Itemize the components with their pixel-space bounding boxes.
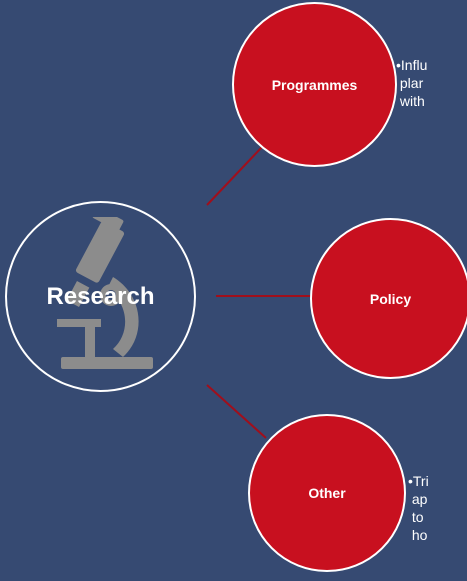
programmes-node: Programmes — [232, 2, 397, 167]
other-label: Other — [308, 485, 346, 501]
policy-node: Policy — [310, 218, 467, 379]
programmes-description: •Influ plar with — [396, 57, 428, 109]
other-description: •Tri ap to ho — [408, 473, 429, 543]
research-hub-node: Research — [5, 201, 196, 392]
programmes-label: Programmes — [271, 76, 358, 93]
microscope-icon — [57, 217, 153, 369]
policy-label: Policy — [369, 290, 412, 307]
other-node: Other — [248, 414, 406, 572]
connector-other — [206, 384, 267, 439]
research-hub-label: Research — [46, 282, 155, 310]
connector-programmes — [206, 146, 263, 206]
